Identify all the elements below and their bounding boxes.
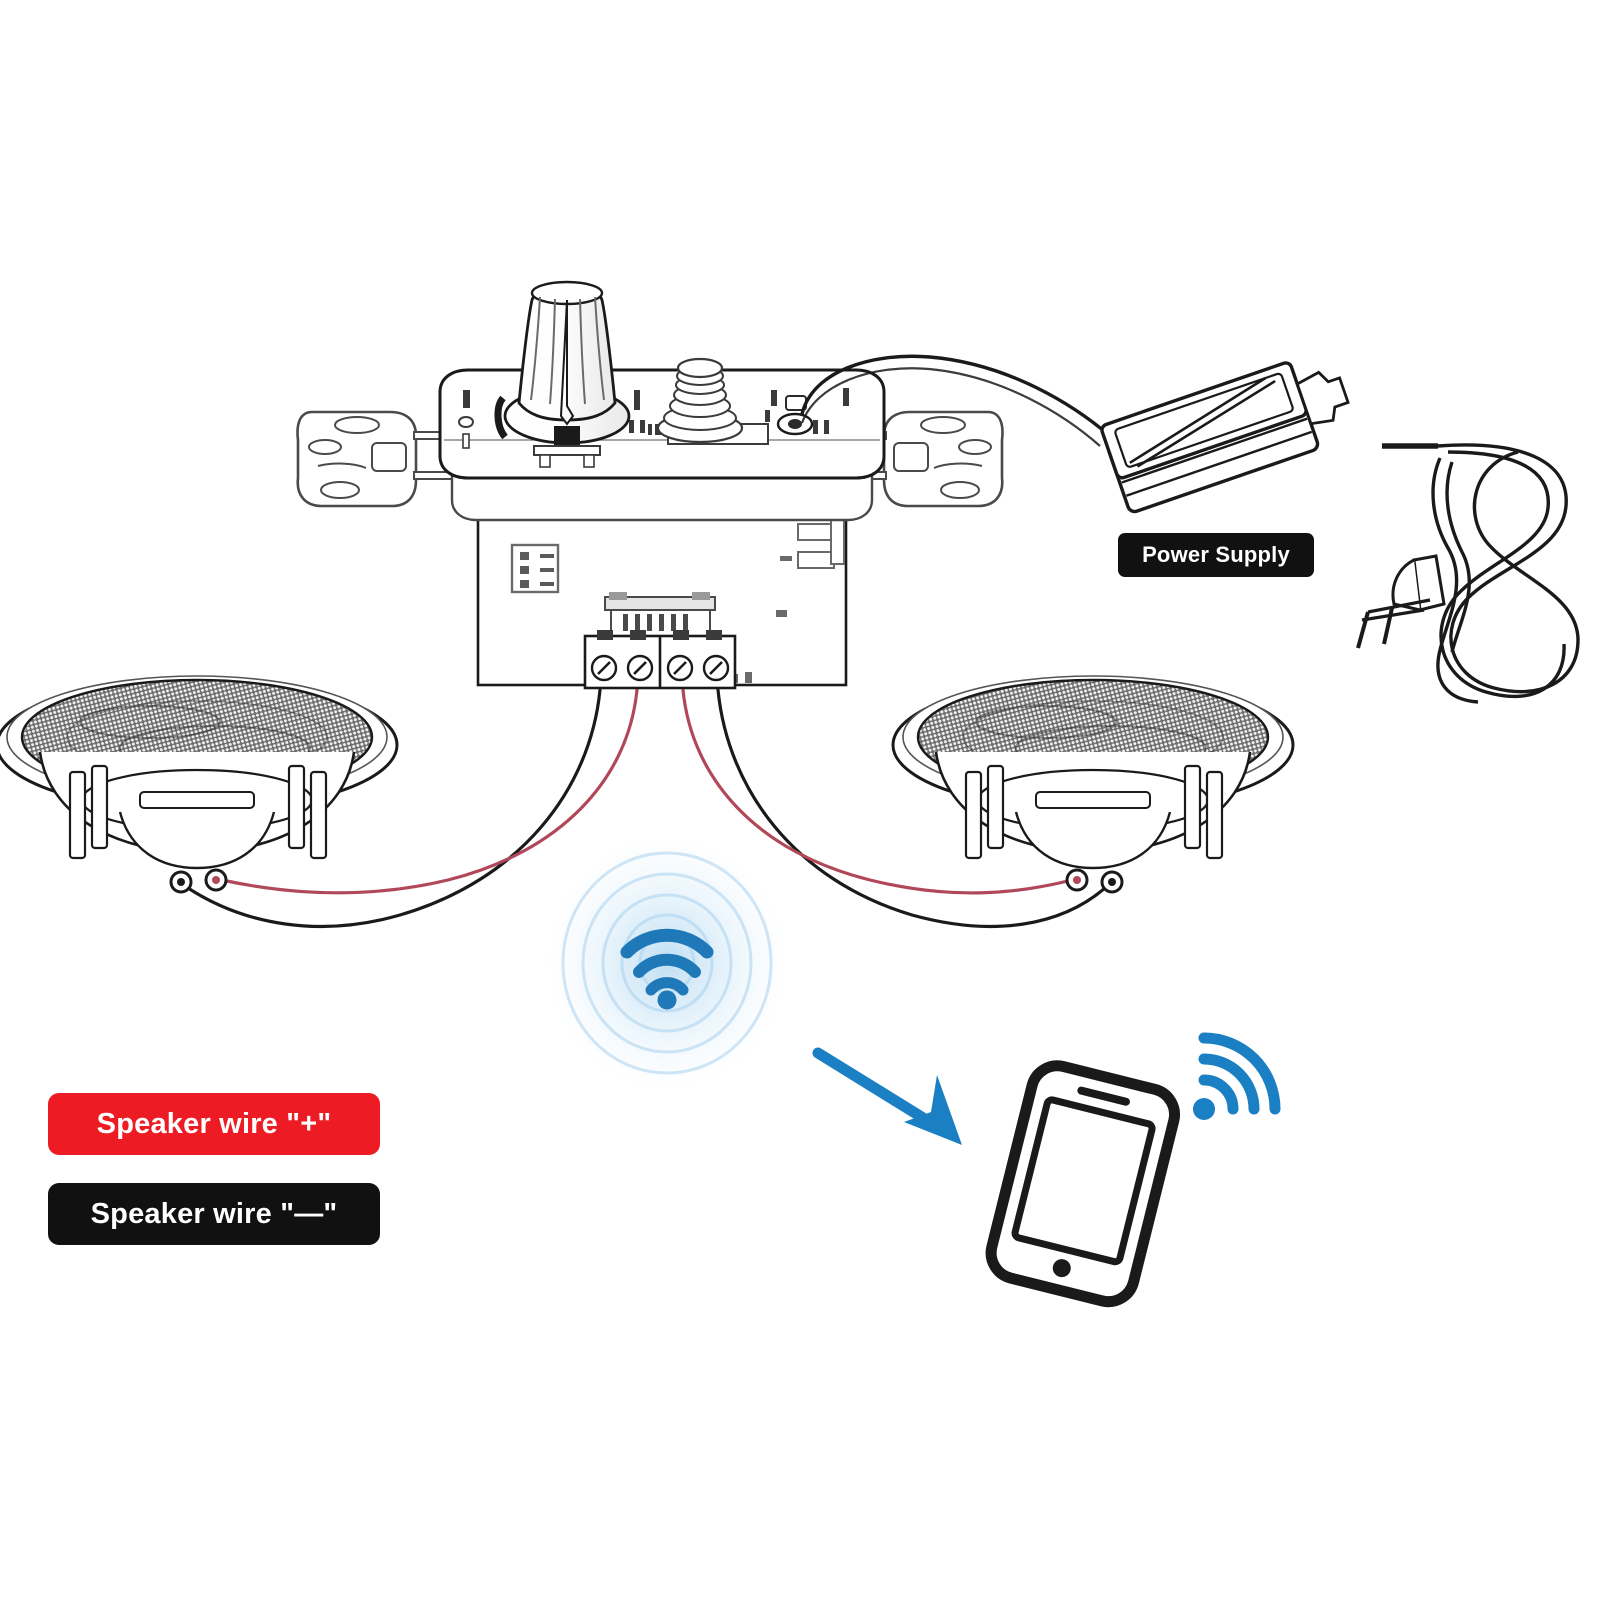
power-supply-label-lines (1129, 376, 1276, 468)
arrow-head (904, 1075, 962, 1145)
smartphone (985, 1060, 1181, 1308)
volume-knob-pointer (559, 299, 575, 426)
ac-plug (1356, 554, 1446, 649)
terminal-screw-4 (702, 654, 730, 682)
power-supply-strain-relief (1295, 370, 1350, 426)
speaker-left-label-plate (139, 791, 255, 809)
coiled-antenna-base (656, 357, 744, 444)
connection-arrow-to-phone (812, 1047, 962, 1145)
phone-wifi-dot (1193, 1098, 1215, 1120)
amplifier-terminal-block (583, 592, 737, 690)
phone-home-button[interactable] (1051, 1257, 1073, 1279)
wire-right-positive (681, 688, 1074, 895)
volume-knob-shadow (494, 395, 508, 440)
pcb-side-connector (510, 543, 560, 594)
volume-knob-base-plate (533, 445, 601, 456)
speaker-right-terminals (1065, 868, 1124, 894)
terminal-screws (590, 654, 730, 682)
power-supply-label: Power Supply (1118, 533, 1314, 577)
wifi-center-dot (657, 990, 677, 1010)
ac-power-cord (1356, 443, 1580, 704)
volume-knob-shaft (554, 426, 580, 448)
speaker-left-terminals (169, 868, 228, 894)
speaker-right (891, 675, 1295, 894)
wire-left-negative (186, 688, 602, 928)
speaker-right-label-plate (1035, 791, 1151, 809)
wifi-broadcast-icon (542, 831, 792, 1095)
speaker-left (0, 675, 399, 894)
speaker-right-mount-clamps (964, 764, 1224, 860)
speaker-right-magnet (1014, 811, 1172, 870)
phone-wifi-arcs (1198, 1032, 1281, 1115)
power-supply-brick (1100, 361, 1350, 514)
wire-right-negative (716, 688, 1107, 929)
pcb-components (797, 515, 845, 569)
ac-cord-coil (1431, 443, 1580, 704)
mounting-bracket-left (296, 410, 475, 508)
wifi-arcs (620, 928, 714, 996)
legend-speaker-wire-positive: Speaker wire "+" (48, 1093, 380, 1155)
terminal-screw-1 (590, 654, 618, 682)
terminal-header-pins (623, 614, 688, 631)
wire-left-positive (220, 688, 639, 895)
volume-knob-ridges (530, 296, 605, 405)
amplifier-pcb (476, 490, 848, 687)
speaker-left-mount-clamps (68, 764, 328, 860)
legend-speaker-wire-negative: Speaker wire "—" (48, 1183, 380, 1245)
dc-power-cable (800, 354, 1112, 447)
terminal-screw-2 (626, 654, 654, 682)
volume-knob[interactable] (494, 280, 631, 468)
terminal-screw-3 (666, 654, 694, 682)
speaker-wire-bundle (186, 688, 1107, 929)
phone-wifi-icon (1193, 1032, 1281, 1120)
terminal-header-connector (604, 592, 716, 637)
phone-earpiece (1077, 1086, 1130, 1106)
amplifier-wall-plate (296, 280, 1004, 522)
speaker-left-magnet (118, 811, 276, 870)
phone-screen[interactable] (1011, 1096, 1156, 1266)
terminal-entry-tabs (597, 630, 722, 640)
